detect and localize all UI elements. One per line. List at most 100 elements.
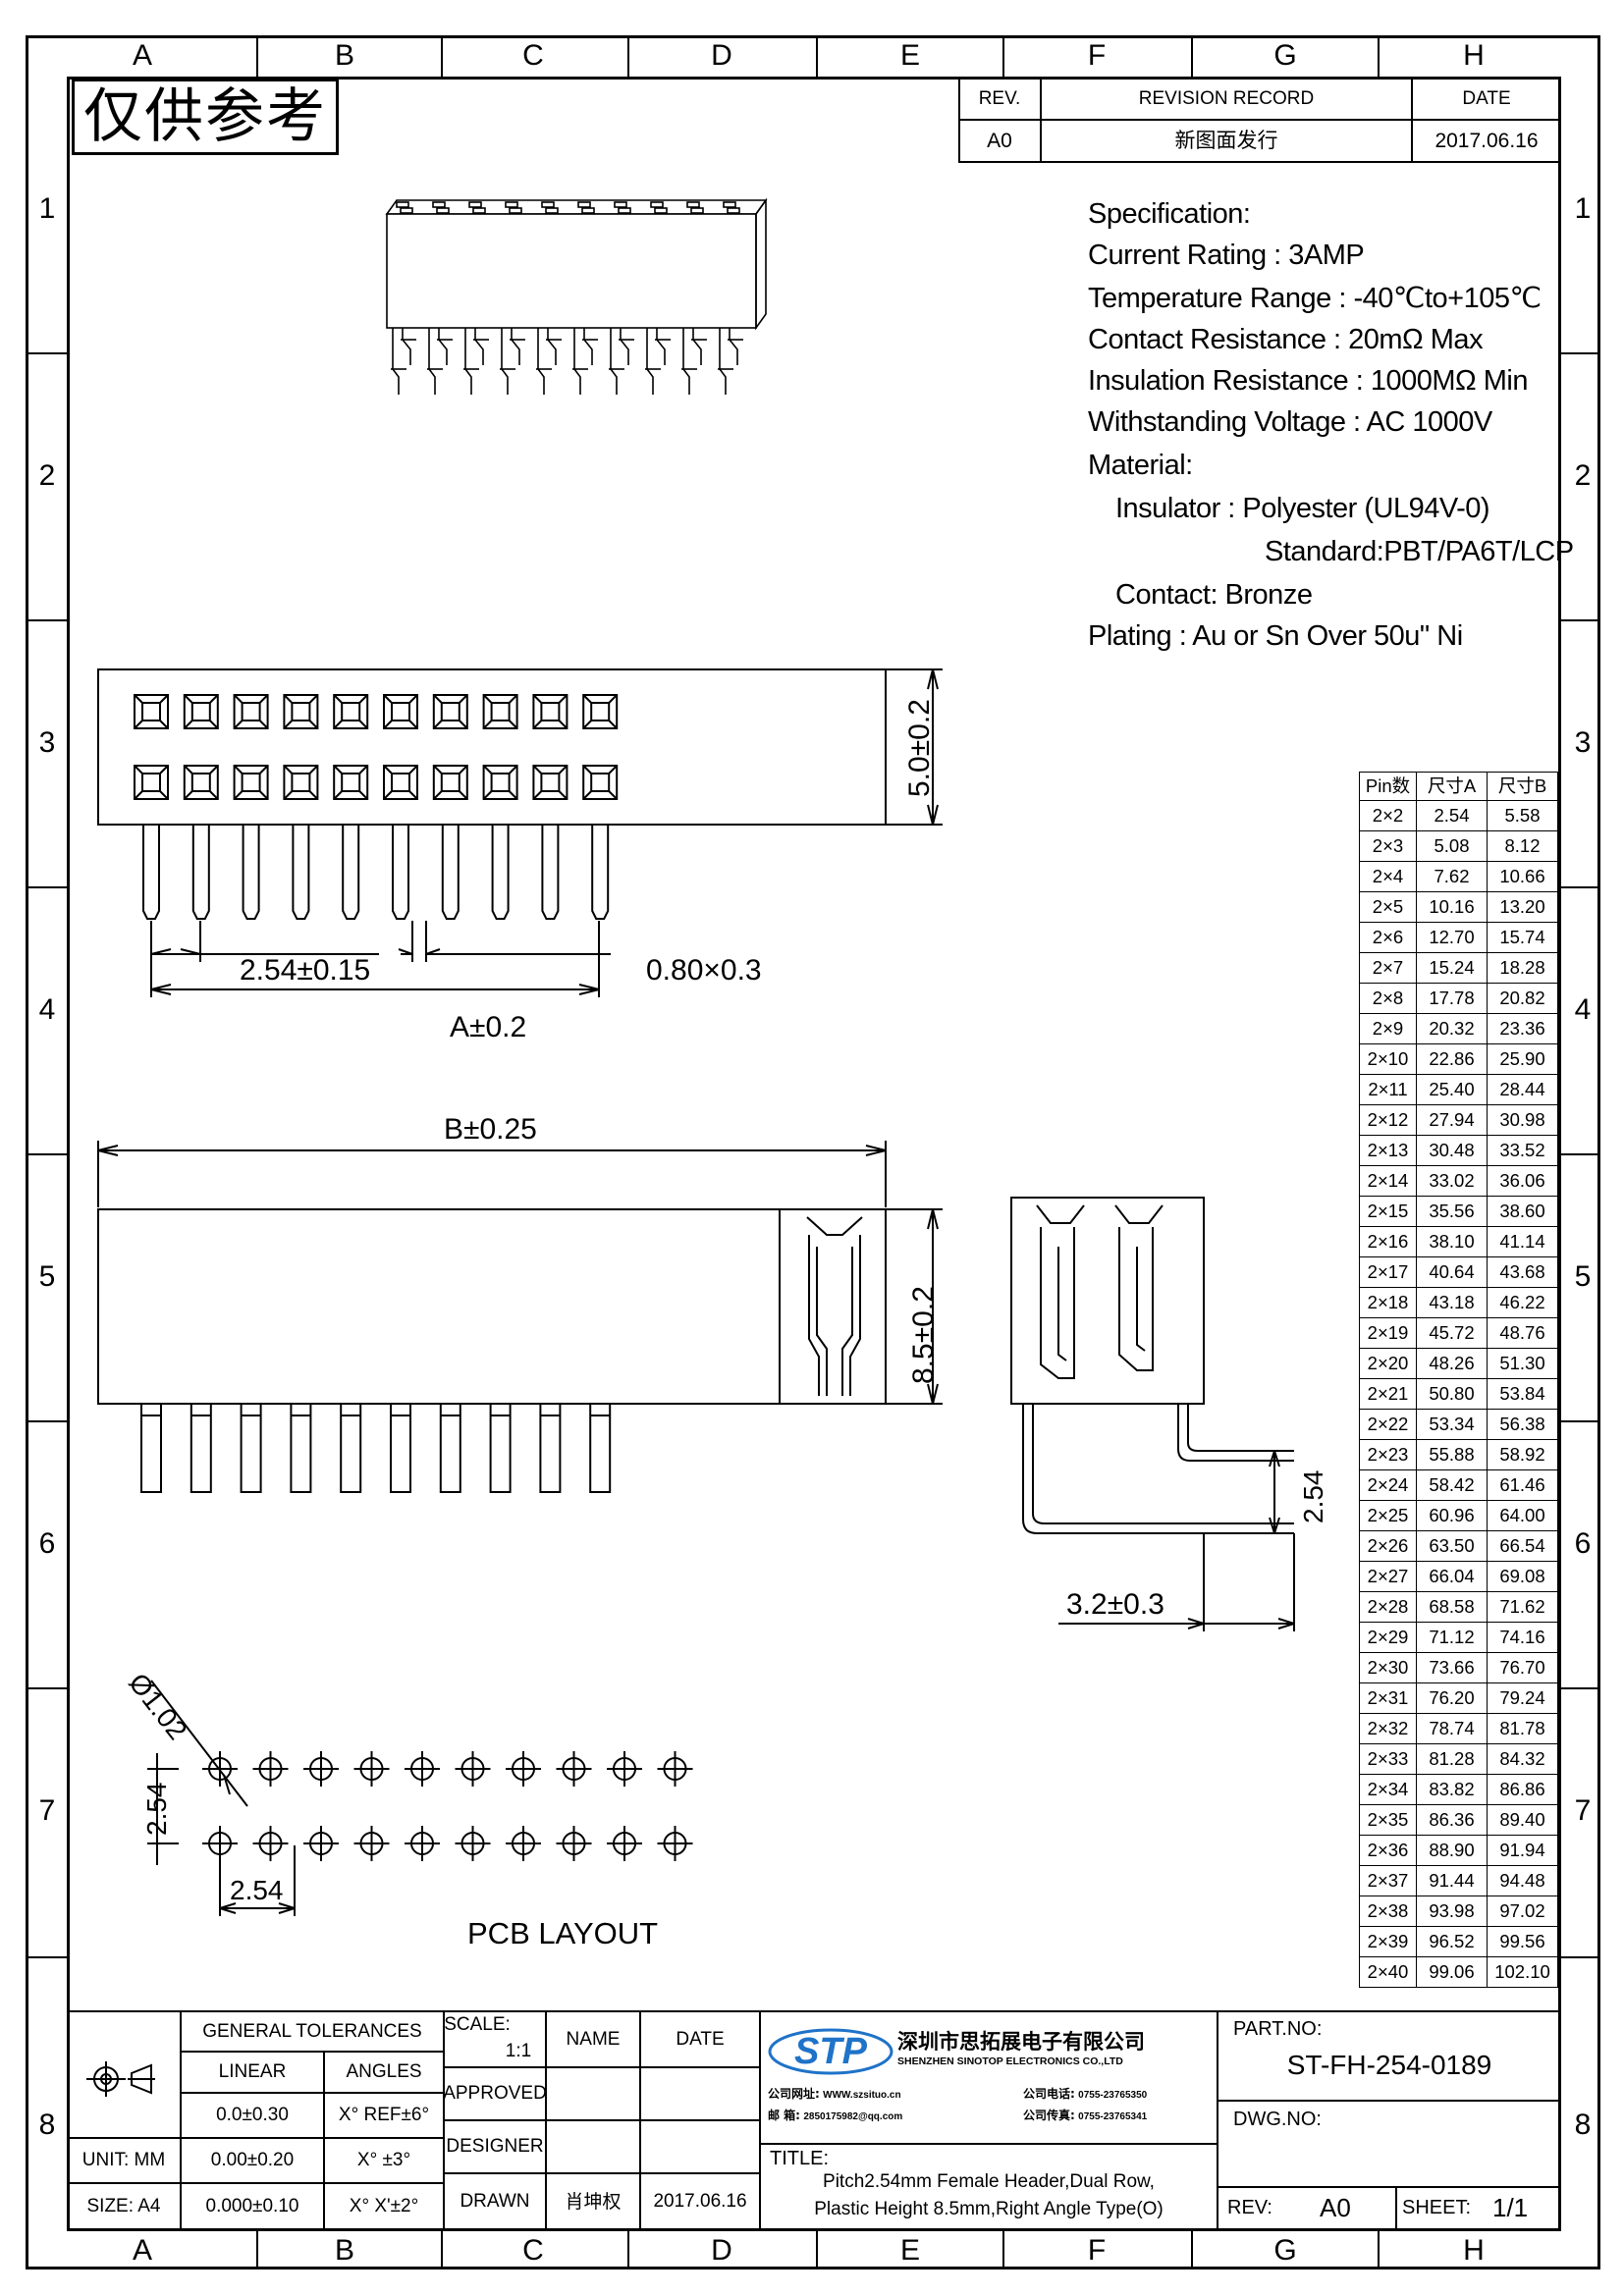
spec-contact-resistance: Contact Resistance : 20mΩ Max (1088, 324, 1484, 355)
table-cell-dim-b: 41.14 (1487, 1226, 1558, 1257)
b-dimension: B±0.25 (444, 1113, 537, 1146)
table-cell-dim-a: 38.10 (1416, 1226, 1488, 1257)
pin-tail (240, 1403, 262, 1493)
hole-chamfer (308, 765, 319, 774)
pin-tail (591, 825, 610, 920)
hole-chamfer (283, 765, 294, 774)
zone-row-3-right: 3 (1574, 726, 1592, 759)
table-cell-dim-a: 68.58 (1416, 1591, 1488, 1623)
contact-hole-inner (190, 773, 211, 792)
svg-text:STP: STP (794, 2031, 868, 2072)
hole-chamfer (459, 720, 468, 729)
table-cell-pins: 2×4 (1359, 861, 1417, 892)
table-cell-pins: 2×40 (1359, 1956, 1417, 1988)
contact-hole-outer (183, 765, 219, 800)
contact-hole-outer (333, 694, 369, 729)
hole-chamfer (508, 790, 518, 800)
hole-chamfer (233, 694, 244, 704)
iso-leg (392, 328, 400, 395)
contact-hole-inner (590, 773, 611, 792)
hole-chamfer (209, 720, 219, 729)
table-cell-pins: 2×2 (1359, 800, 1417, 831)
table-cell-dim-a: 10.16 (1416, 891, 1488, 923)
table-cell-dim-a: 93.98 (1416, 1896, 1488, 1927)
contact-hole-outer (283, 694, 319, 729)
table-cell-dim-b: 23.36 (1487, 1013, 1558, 1044)
hole-chamfer (233, 765, 244, 774)
date-header: DATE (1462, 87, 1511, 109)
angle-tolerance-3: X° X'±2° (349, 2195, 419, 2216)
table-cell-pins: 2×15 (1359, 1196, 1417, 1227)
table-cell-dim-b: 71.62 (1487, 1591, 1558, 1623)
iso-hole (541, 201, 555, 208)
phone-value: 0755-23765350 (1078, 2090, 1148, 2101)
table-cell-dim-a: 78.74 (1416, 1713, 1488, 1744)
drawn-name: 肖坤权 (565, 2190, 622, 2213)
pcb-layout (147, 1680, 693, 1916)
contact-hole-inner (341, 773, 361, 792)
contact-hole-outer (233, 765, 269, 800)
size-label: SIZE: A4 (86, 2195, 161, 2216)
table-cell-dim-b: 51.30 (1487, 1348, 1558, 1379)
table-cell-dim-b: 56.38 (1487, 1409, 1558, 1440)
hole-chamfer (582, 720, 592, 729)
hole-chamfer (383, 720, 393, 729)
scale-value: 1:1 (505, 2040, 532, 2061)
hole-chamfer (184, 694, 193, 704)
table-cell-pins: 2×27 (1359, 1561, 1417, 1592)
hole-chamfer (433, 790, 443, 800)
contact-hole-inner (440, 702, 460, 721)
iso-hole (472, 207, 486, 214)
iso-leg (474, 328, 484, 365)
unit-label: UNIT: MM (81, 2149, 166, 2170)
table-cell-dim-a: 99.06 (1416, 1956, 1488, 1988)
email-label: 邮 箱: (768, 2109, 800, 2122)
table-cell-dim-b: 79.24 (1487, 1682, 1558, 1714)
pin-tail (392, 825, 409, 920)
table-cell-pins: 2×38 (1359, 1896, 1417, 1927)
zone-row-3-left: 3 (38, 726, 56, 759)
side-view (97, 1141, 943, 1493)
hole-chamfer (408, 694, 418, 704)
contact-hole-outer (183, 694, 219, 729)
contact-hole-outer (532, 694, 568, 729)
contact-hole-outer (432, 694, 468, 729)
contact-hole-inner (341, 702, 361, 721)
table-cell-dim-a: 15.24 (1416, 952, 1488, 984)
spec-plating: Plating : Au or Sn Over 50u" Ni (1088, 620, 1463, 652)
hole-chamfer (333, 790, 343, 800)
contact-hole-inner (141, 773, 161, 792)
pin-size-dimension: 0.80×0.3 (646, 954, 762, 987)
table-cell-dim-a: 81.28 (1416, 1743, 1488, 1775)
zone-row-2-right: 2 (1574, 459, 1592, 492)
table-cell-dim-a: 91.44 (1416, 1865, 1488, 1896)
hole-chamfer (608, 720, 618, 729)
table-cell-pins: 2×33 (1359, 1743, 1417, 1775)
hole-chamfer (184, 790, 193, 800)
hole-chamfer (408, 720, 418, 729)
sheet-label: SHEET: (1402, 2197, 1472, 2218)
table-cell-dim-b: 86.86 (1487, 1774, 1558, 1805)
hole-chamfer (159, 694, 169, 704)
table-cell-pins: 2×20 (1359, 1348, 1417, 1379)
iso-hole (468, 201, 482, 208)
hole-chamfer (358, 720, 368, 729)
spec-material: Material: (1088, 450, 1193, 481)
table-cell-dim-a: 60.96 (1416, 1500, 1488, 1531)
table-cell-dim-a: 55.88 (1416, 1439, 1488, 1470)
contact-hole-inner (490, 702, 511, 721)
hole-chamfer (508, 720, 518, 729)
iso-leg (682, 328, 690, 395)
table-cell-dim-b: 69.08 (1487, 1561, 1558, 1592)
contact-hole-inner (391, 702, 410, 721)
table-cell-dim-b: 48.76 (1487, 1317, 1558, 1349)
pin-tail (189, 1403, 212, 1493)
